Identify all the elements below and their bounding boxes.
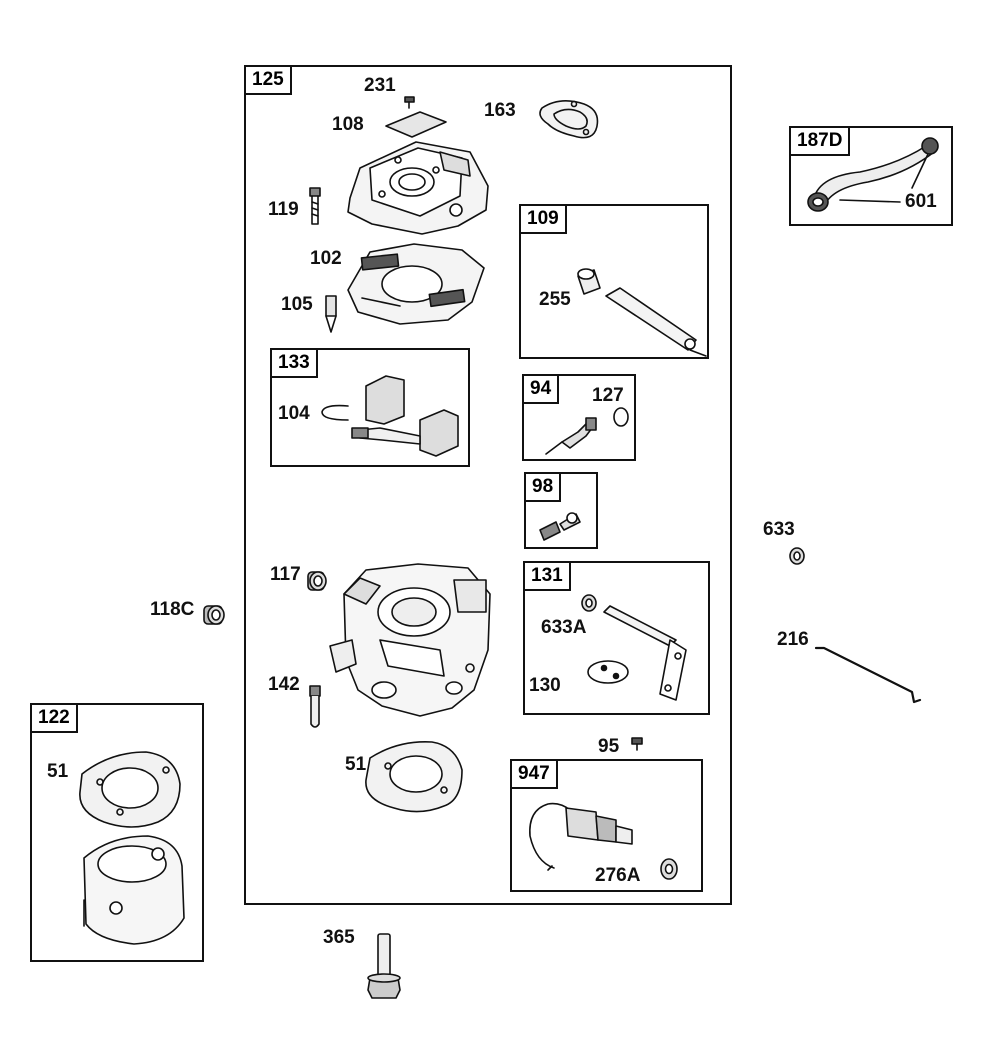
part-98-idle-screw	[539, 512, 581, 541]
assembly-187d-label: 187D	[789, 126, 851, 156]
part-95-screw	[631, 737, 643, 751]
part-601-label: 601	[905, 191, 937, 212]
part-117-label: 117	[270, 564, 301, 585]
part-51-spacer-gasket	[79, 751, 181, 828]
assembly-98-box: 98	[524, 472, 598, 549]
part-131-throttle-shaft	[603, 605, 687, 701]
part-231-screw	[404, 96, 415, 109]
assembly-98-label: 98	[524, 472, 562, 502]
part-276a-washer	[660, 858, 678, 880]
part-231-label: 231	[364, 75, 396, 96]
part-130-throttle-plate	[587, 660, 629, 684]
part-94-mixture-needle	[545, 417, 597, 455]
part-119-label: 119	[268, 199, 299, 220]
part-118c-label: 118C	[150, 599, 195, 620]
part-365-bolt	[367, 933, 401, 999]
assembly-109-label: 109	[519, 204, 567, 234]
part-947-fuel-solenoid	[529, 802, 633, 871]
carburetor-body	[329, 563, 491, 717]
part-108-label: 108	[332, 114, 364, 135]
part-104-float	[321, 375, 459, 457]
part-163-gasket	[539, 100, 599, 139]
part-365-label: 365	[323, 927, 355, 948]
assembly-122-label: 122	[30, 703, 78, 733]
part-130-label: 130	[529, 675, 561, 696]
part-118c-fitting	[203, 605, 225, 625]
part-163-label: 163	[484, 100, 516, 121]
part-119-screw	[309, 187, 321, 225]
part-633-bushing	[789, 547, 805, 565]
assembly-94-box: 94	[522, 374, 636, 461]
assembly-133-label: 133	[270, 348, 318, 378]
assembly-125-box: 125	[244, 65, 732, 905]
part-105-label: 105	[281, 294, 313, 315]
assembly-122-box: 122	[30, 703, 204, 962]
part-51-label-main: 51	[345, 754, 367, 775]
part-216-label: 216	[777, 629, 809, 650]
part-276a-label: 276A	[595, 865, 641, 886]
part-51-gasket	[365, 741, 463, 813]
part-633a-bushing	[581, 594, 597, 612]
assembly-109-box: 109	[519, 204, 709, 359]
assembly-947-box: 947	[510, 759, 703, 892]
part-122-spacer	[83, 835, 185, 945]
part-51-label-spacer: 51	[47, 761, 69, 782]
carburetor-top-cover	[347, 141, 489, 235]
part-216-link-rod	[814, 646, 922, 704]
part-633-label: 633	[763, 519, 795, 540]
part-187d-linkage	[807, 137, 939, 212]
part-104-label: 104	[278, 403, 310, 424]
assembly-187d-box: 187D	[789, 126, 953, 226]
part-255-bushing-shaft	[577, 268, 707, 357]
part-127-o-ring	[613, 407, 629, 427]
part-102-label: 102	[310, 248, 342, 269]
part-127-label: 127	[592, 385, 624, 406]
assembly-133-box: 133	[270, 348, 470, 467]
part-142-label: 142	[268, 674, 300, 695]
assembly-125-label: 125	[244, 65, 292, 95]
part-633a-label: 633A	[541, 617, 587, 638]
assembly-947-label: 947	[510, 759, 558, 789]
part-102-gasket	[347, 243, 485, 325]
part-108-gasket	[385, 111, 447, 138]
part-117-fitting	[307, 571, 327, 591]
part-255-label: 255	[539, 289, 571, 310]
assembly-131-label: 131	[523, 561, 571, 591]
part-105-needle	[325, 295, 337, 333]
assembly-94-label: 94	[522, 374, 560, 404]
assembly-131-box: 131	[523, 561, 710, 715]
part-95-label: 95	[598, 736, 620, 757]
part-142-main-jet	[309, 685, 321, 728]
